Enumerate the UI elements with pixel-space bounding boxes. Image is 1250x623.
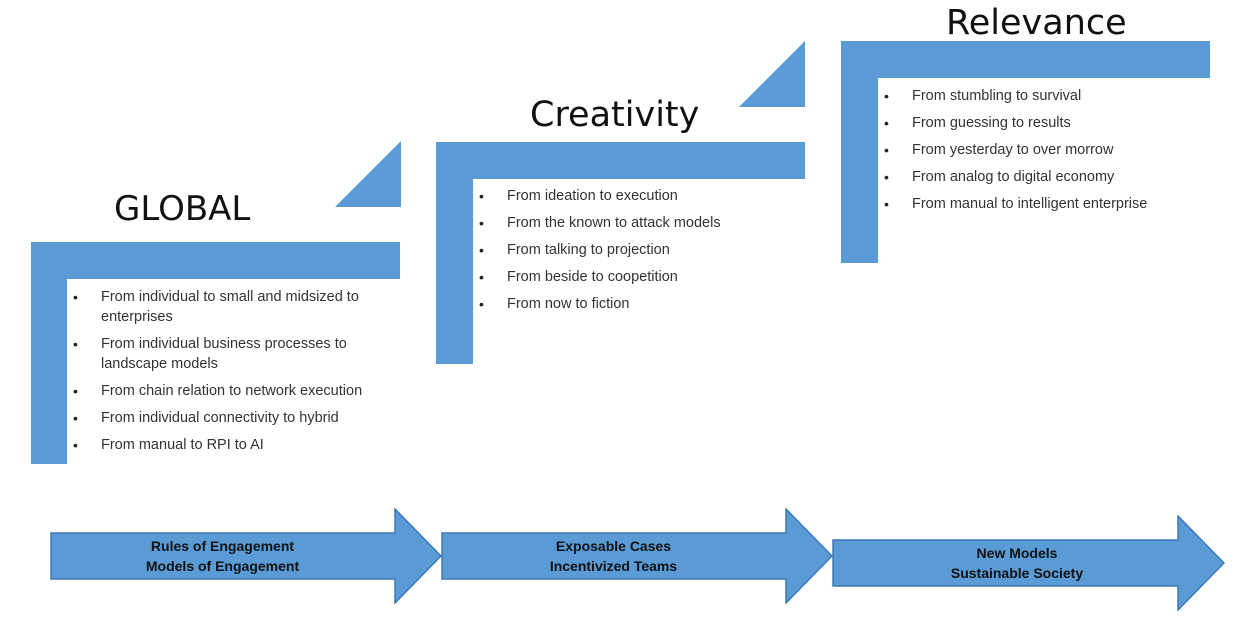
- list-item: From talking to projection: [477, 240, 807, 260]
- step-heading: GLOBAL: [114, 189, 251, 229]
- bullet-list: From stumbling to survival From guessing…: [882, 86, 1222, 221]
- arrow-label-line1: Rules of Engagement: [150, 538, 295, 554]
- bracket-side-bar: [31, 242, 67, 464]
- list-item: From analog to digital economy: [882, 167, 1222, 187]
- right-arrow-icon: [441, 508, 833, 604]
- list-item: From chain relation to network execution: [71, 381, 401, 401]
- list-item: From the known to attack models: [477, 213, 807, 233]
- list-item: From now to fiction: [477, 294, 807, 314]
- step-heading: Creativity: [530, 95, 700, 135]
- arrow-label: New Models Sustainable Society: [832, 543, 1202, 583]
- right-arrow-icon: [832, 515, 1225, 611]
- arrow-label-line1: New Models: [976, 545, 1058, 561]
- arrow-label: Exposable Cases Incentivized Teams: [441, 536, 786, 576]
- bracket-side-bar: [841, 41, 878, 263]
- arrow-label-line1: Exposable Cases: [555, 538, 672, 554]
- list-item: From beside to coopetition: [477, 267, 807, 287]
- bracket-top-bar: [31, 242, 400, 279]
- arrow-label-line2: Sustainable Society: [950, 565, 1084, 581]
- bracket-top-bar: [841, 41, 1210, 78]
- list-item: From manual to RPI to AI: [71, 435, 401, 455]
- bracket-side-bar: [436, 142, 473, 364]
- step-heading: Relevance: [946, 3, 1127, 43]
- corner-triangle: [739, 41, 805, 107]
- list-item: From manual to intelligent enterprise: [882, 194, 1222, 214]
- right-arrow-icon: [50, 508, 442, 604]
- arrow-label: Rules of Engagement Models of Engagement: [50, 536, 395, 576]
- list-item: From individual business processes to la…: [71, 334, 401, 374]
- arrow-new-models: New Models Sustainable Society: [832, 515, 1225, 611]
- list-item: From guessing to results: [882, 113, 1222, 133]
- list-item: From individual connectivity to hybrid: [71, 408, 401, 428]
- arrow-rules-of-engagement: Rules of Engagement Models of Engagement: [50, 508, 442, 604]
- arrow-label-line2: Models of Engagement: [145, 558, 300, 574]
- list-item: From yesterday to over morrow: [882, 140, 1222, 160]
- list-item: From individual to small and midsized to…: [71, 287, 401, 327]
- list-item: From ideation to execution: [477, 186, 807, 206]
- arrow-exposable-cases: Exposable Cases Incentivized Teams: [441, 508, 833, 604]
- arrow-label-line2: Incentivized Teams: [549, 558, 678, 574]
- bullet-list: From ideation to execution From the know…: [477, 186, 807, 321]
- bullet-list: From individual to small and midsized to…: [71, 287, 401, 462]
- bracket-top-bar: [436, 142, 805, 179]
- corner-triangle: [335, 141, 401, 207]
- list-item: From stumbling to survival: [882, 86, 1222, 106]
